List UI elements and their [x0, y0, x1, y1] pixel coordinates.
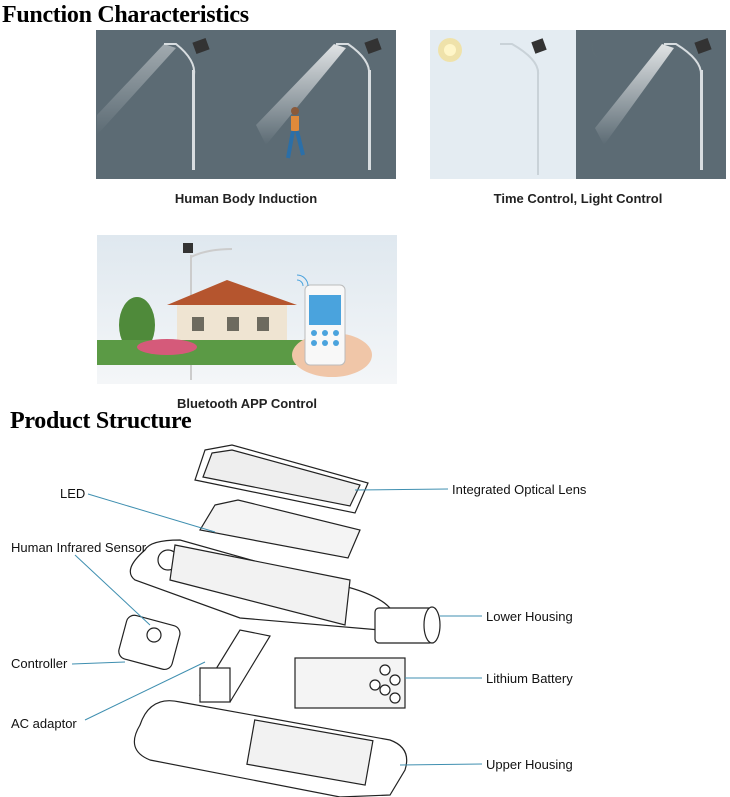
part-label-upper-housing: Upper Housing [486, 757, 573, 772]
time-light-control-image [430, 30, 726, 179]
function-characteristics-title: Function Characteristics [2, 2, 249, 28]
part-label-infrared-sensor: Human Infrared Sensor [11, 540, 147, 555]
upper-housing-part [133, 700, 408, 797]
feature-caption: Human Body Induction [174, 191, 318, 206]
feature-caption: Time Control, Light Control [493, 191, 663, 206]
part-label-optical-lens: Integrated Optical Lens [452, 482, 587, 497]
human-body-induction-image [96, 30, 396, 179]
product-structure-diagram [71, 444, 483, 797]
sun-icon [438, 38, 462, 62]
product-structure-title: Product Structure [10, 408, 192, 434]
feature-caption: Bluetooth APP Control [176, 396, 318, 411]
leader-lines [71, 488, 483, 766]
led-board-part [199, 499, 361, 559]
optical-lens-part [194, 444, 369, 514]
ac-adaptor-part [199, 629, 271, 703]
part-label-lithium-battery: Lithium Battery [486, 671, 573, 686]
part-label-lower-housing: Lower Housing [486, 609, 573, 624]
house-illustration [97, 280, 317, 365]
part-label-ac-adaptor: AC adaptor [11, 716, 77, 731]
wifi-signal-icon [296, 274, 309, 287]
bluetooth-app-control-image [97, 235, 397, 384]
smartphone-icon [292, 284, 372, 377]
battery-pack-part [294, 657, 406, 709]
controller-part [118, 614, 181, 671]
walking-person-icon [286, 107, 305, 159]
lower-housing-part [129, 539, 441, 644]
part-label-controller: Controller [11, 656, 68, 671]
part-label-led: LED [60, 486, 86, 501]
